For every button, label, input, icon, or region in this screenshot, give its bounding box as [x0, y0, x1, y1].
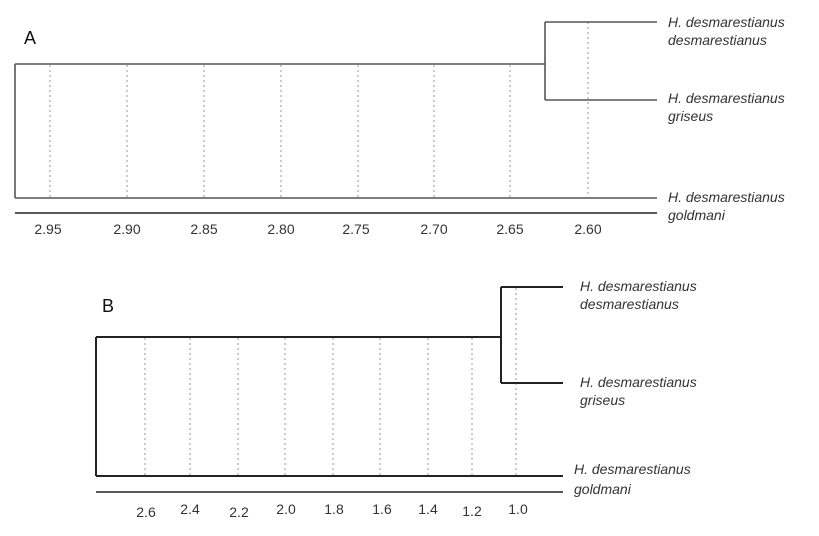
panel-a-taxon-goldmani-line2: goldmani — [668, 207, 726, 223]
panel-b: B 2.6 2.4 2.2 2.0 1.8 1.6 1.4 1.2 1.0 H.… — [95, 278, 697, 520]
panel-b-tick-label: 1.6 — [372, 501, 392, 517]
panel-a-taxon-desmarestianus-line2: desmarestianus — [668, 32, 767, 48]
panel-b-taxon-desmarestianus-line1: H. desmarestianus — [580, 278, 697, 294]
panel-b-taxon-griseus-line2: griseus — [580, 392, 625, 408]
panel-a-tick-label: 2.75 — [342, 221, 369, 237]
panel-b-tick-label: 2.4 — [180, 501, 200, 517]
panel-a-label: A — [24, 28, 36, 48]
panel-b-taxon-goldmani-line1: H. desmarestianus — [574, 461, 691, 477]
panel-b-tick-label: 2.0 — [276, 501, 296, 517]
panel-a-tick-label: 2.85 — [190, 221, 217, 237]
panel-a-taxon-griseus-line2: griseus — [668, 108, 713, 124]
panel-b-taxon-desmarestianus-line2: desmarestianus — [580, 296, 679, 312]
panel-a-tick-label: 2.60 — [574, 221, 601, 237]
panel-b-taxon-griseus-line1: H. desmarestianus — [580, 374, 697, 390]
panel-b-taxon-goldmani-line2: goldmani — [574, 481, 632, 497]
panel-b-tick-label: 2.6 — [136, 504, 156, 520]
panel-a-tick-label: 2.90 — [113, 221, 140, 237]
panel-a: A 2.95 2.90 2.85 2.80 2.75 2.70 2.65 2.6… — [14, 14, 785, 237]
panel-b-tick-label: 2.2 — [229, 504, 249, 520]
panel-b-tick-label: 1.8 — [324, 501, 344, 517]
panel-a-taxon-griseus-line1: H. desmarestianus — [668, 90, 785, 106]
panel-b-tick-label: 1.0 — [508, 501, 528, 517]
panel-a-tick-label: 2.80 — [267, 221, 294, 237]
panel-a-tick-label: 2.95 — [34, 221, 61, 237]
panel-a-tick-label: 2.70 — [420, 221, 447, 237]
panel-b-label: B — [102, 296, 114, 316]
panel-a-tick-label: 2.65 — [496, 221, 523, 237]
panel-b-tick-label: 1.2 — [462, 503, 482, 519]
panel-a-taxon-desmarestianus-line1: H. desmarestianus — [668, 14, 785, 30]
panel-a-taxon-goldmani-line1: H. desmarestianus — [668, 189, 785, 205]
panel-b-tick-label: 1.4 — [418, 501, 438, 517]
